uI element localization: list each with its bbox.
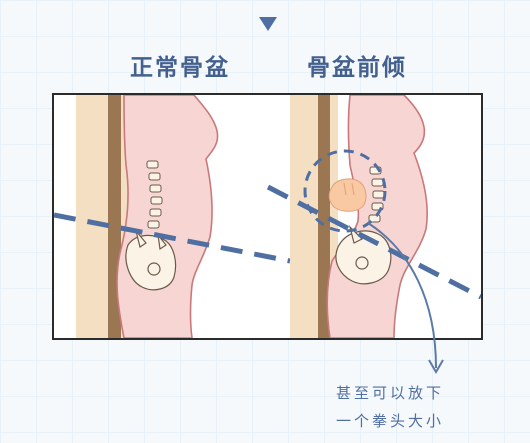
alignment-line-right <box>266 184 481 300</box>
comparison-panel <box>52 93 483 340</box>
annotation-line-2: 一个拳头大小 <box>336 412 445 430</box>
down-triangle-icon <box>259 17 277 31</box>
label-anterior-tilt: 骨盆前倾 <box>307 55 407 81</box>
fist-icon <box>328 178 367 212</box>
normal-pelvis-figure <box>54 95 291 338</box>
label-normal-pelvis: 正常骨盆 <box>130 55 230 81</box>
comparison-illustration <box>54 95 481 338</box>
wall-post-right <box>318 95 330 338</box>
spine-left <box>146 160 163 229</box>
annotation-line-1: 甚至可以放下 <box>336 384 445 402</box>
alignment-line-left <box>54 212 291 264</box>
anterior-tilt-figure <box>266 95 481 338</box>
pelvis-left <box>125 230 177 291</box>
lumbar-gap-highlight <box>303 149 387 233</box>
